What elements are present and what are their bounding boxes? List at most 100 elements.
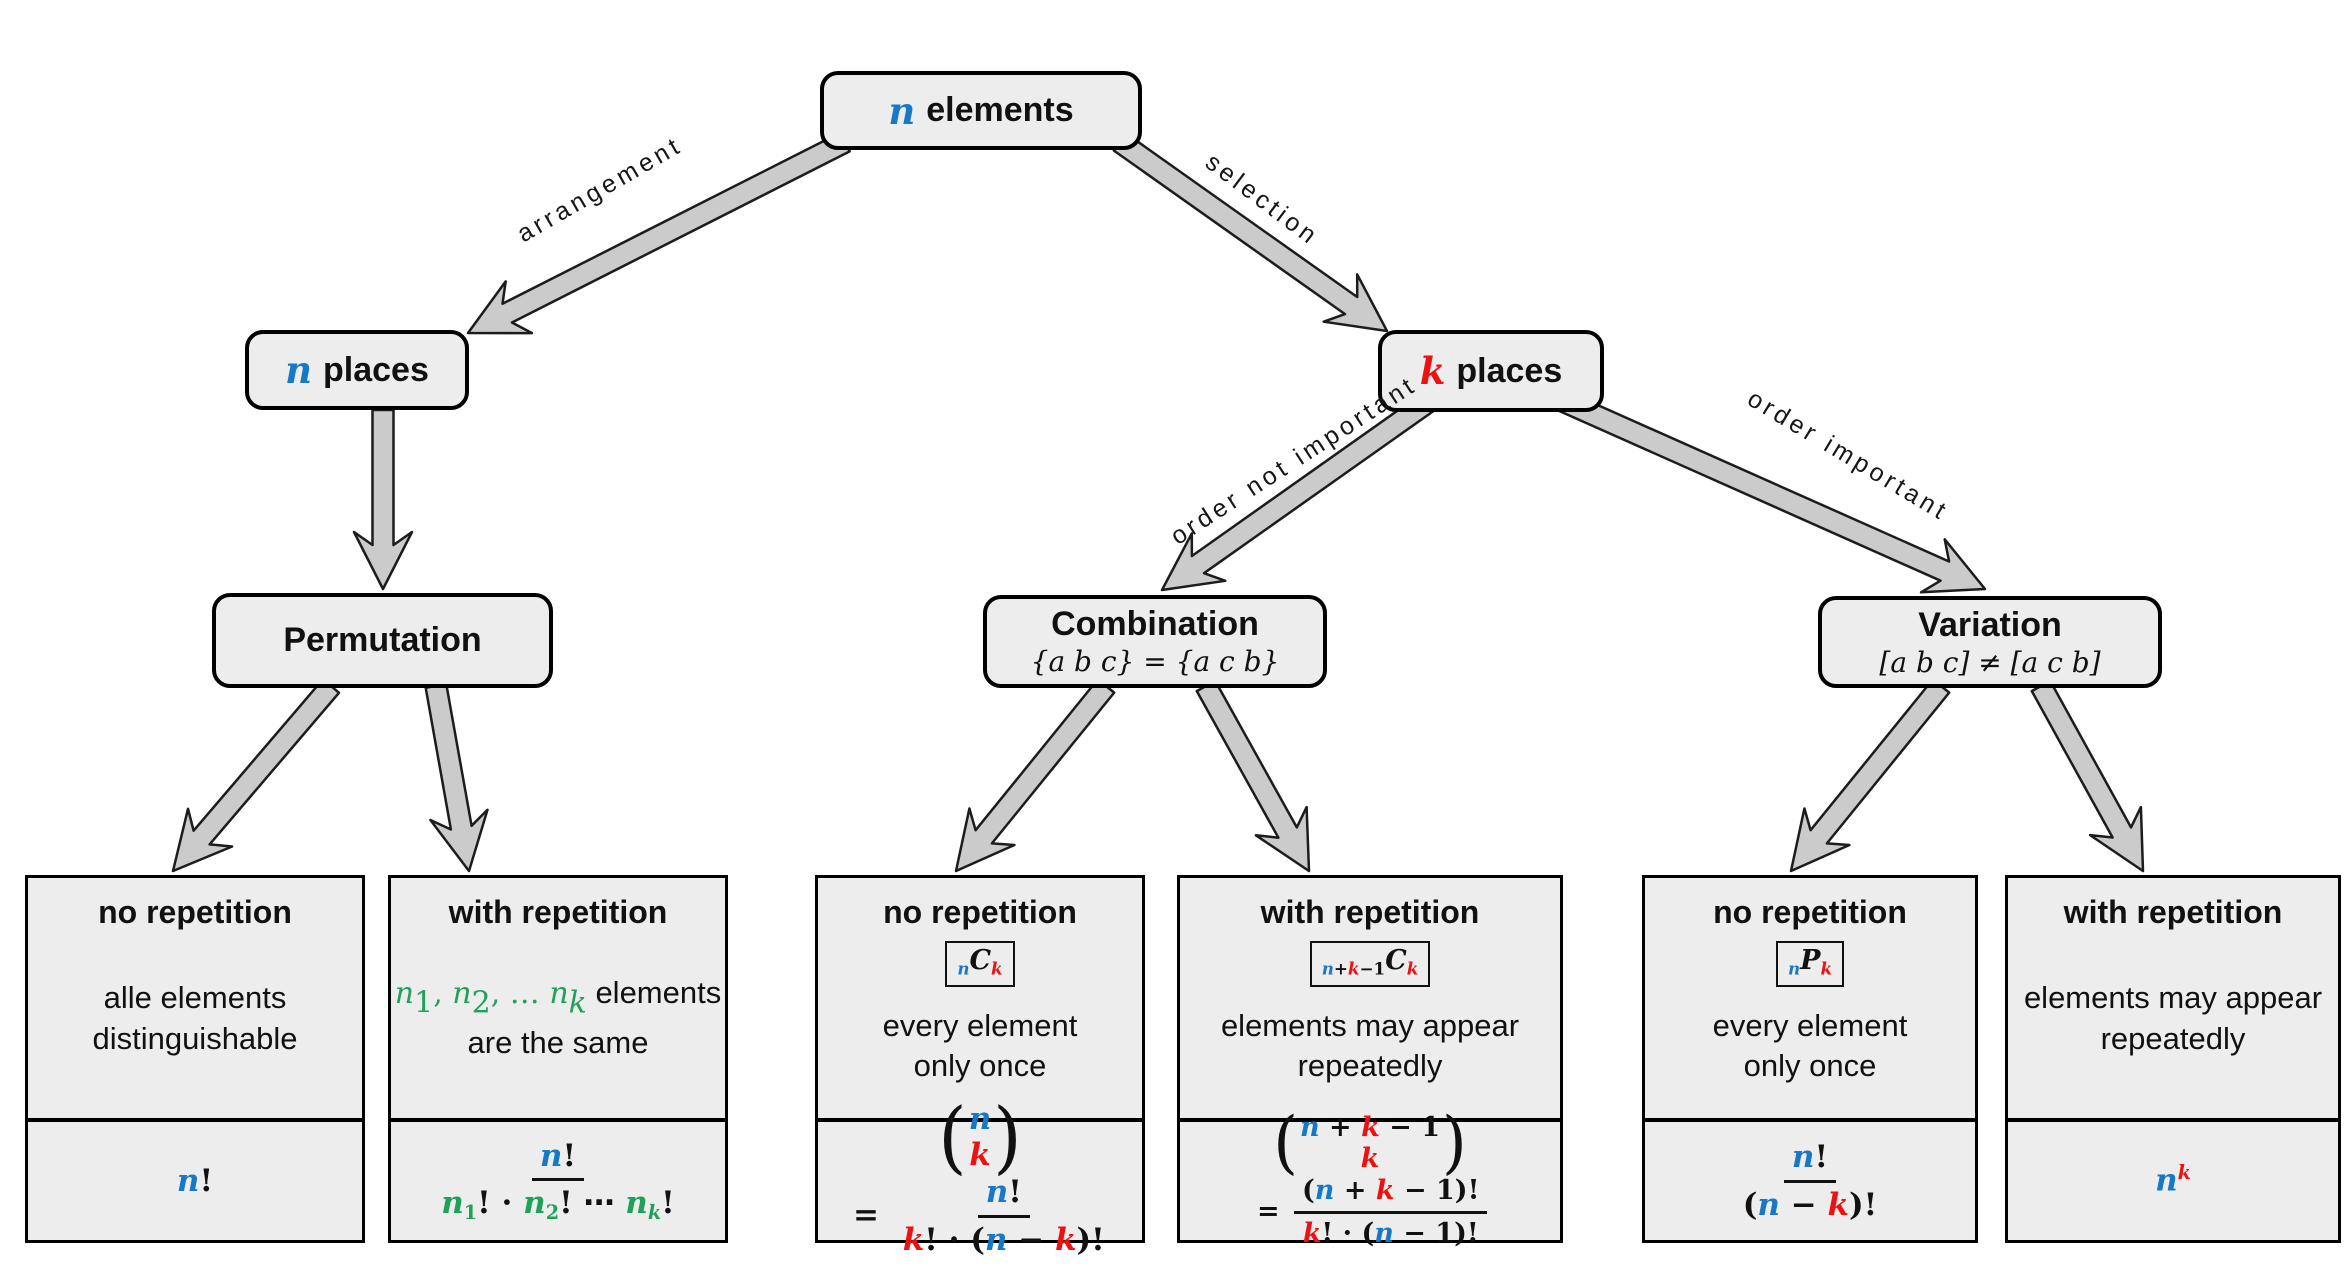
- math-token: ! · (: [1321, 1217, 1375, 1249]
- math-token: k: [1360, 1142, 1380, 1174]
- math-token: +: [1333, 958, 1348, 979]
- leaf-desc-line: only once: [1744, 1046, 1877, 1087]
- leaf-title: no repetition: [883, 894, 1077, 930]
- math-token: k: [1820, 958, 1833, 979]
- formula-n-power-k: nk: [2155, 1161, 2191, 1200]
- node-permutation: Permutation: [212, 593, 553, 688]
- leaf-desc-line: only once: [914, 1046, 1047, 1087]
- math-token: n: [1374, 1217, 1394, 1249]
- math-token: P: [1800, 945, 1821, 976]
- leaf-desc-line: are the same: [468, 1023, 649, 1064]
- badge-nCk: nCk: [945, 941, 1015, 987]
- leaf-title: no repetition: [98, 894, 292, 930]
- math-token: k: [1406, 958, 1419, 979]
- leaf-formula-section: n!(n − k)!: [1645, 1122, 1975, 1240]
- node-label: elements: [926, 91, 1074, 129]
- math-token: n: [1787, 958, 1801, 979]
- math-token: (: [1742, 1186, 1758, 1223]
- math-token: elements: [586, 974, 722, 1010]
- formula-multiset-permutation: n!n1! · n2! ⋯ nk!: [428, 1137, 688, 1226]
- badge-n-plus-k-minus-1-C-k: n+k−1Ck: [1309, 941, 1431, 987]
- leaf-description: every element only once: [883, 987, 1078, 1112]
- leaf-variation-no-repetition: no repetition nPk every element only onc…: [1642, 875, 1978, 1243]
- node-subtitle: {a b c} = {a c b}: [1030, 645, 1280, 679]
- node-k-places: k places: [1378, 330, 1604, 412]
- leaf-desc-line: n1, n2, … nk elements: [395, 973, 721, 1023]
- math-token: − 1: [1379, 1111, 1440, 1143]
- node-combination: Combination {a b c} = {a c b}: [983, 595, 1327, 688]
- leaf-description: alle elements distinguishable: [92, 931, 297, 1112]
- math-token: =: [842, 1197, 890, 1234]
- math-token: n: [539, 1137, 563, 1174]
- fraction: n!(n − k)!: [1735, 1138, 1886, 1225]
- math-token: elements may appear: [2023, 979, 2323, 1015]
- math-token: k: [1302, 1217, 1322, 1249]
- math-token: n: [625, 1185, 648, 1222]
- leaf-description-section: no repetition alle elements distinguisha…: [28, 878, 362, 1122]
- math-token: ! ·: [477, 1185, 524, 1222]
- math-token: k: [1347, 958, 1360, 979]
- leaf-formula-section: n!n1! · n2! ⋯ nk!: [391, 1122, 725, 1240]
- math-token: repeatedly: [1297, 1048, 1443, 1084]
- combination-to-no-repetition-arrow: [954, 678, 1116, 873]
- math-token: k: [1055, 1222, 1077, 1259]
- leaf-combination-no-repetition: no repetition nCk every element only onc…: [815, 875, 1145, 1258]
- math-token: n: [957, 958, 970, 979]
- leaf-desc-line: elements may appear: [2024, 978, 2322, 1019]
- badge-nPk: nPk: [1775, 941, 1845, 987]
- variation-to-no-repetition-arrow: [1789, 678, 1951, 873]
- node-title: Permutation: [283, 621, 482, 660]
- leaf-description: elements may appear repeatedly: [2024, 931, 2322, 1112]
- math-token: k: [991, 958, 1003, 979]
- formula-n-factorial: n!: [177, 1162, 213, 1201]
- math-token: n: [1321, 958, 1334, 979]
- math-token: )!: [1848, 1186, 1878, 1223]
- variation-to-with-repetition-arrow: [2030, 679, 2145, 873]
- math-token: 1: [463, 1201, 478, 1225]
- node-label: places: [323, 350, 429, 389]
- math-token: !: [562, 1137, 577, 1174]
- leaf-description-section: no repetition nPk every element only onc…: [1645, 878, 1975, 1122]
- math-token: !: [199, 1162, 214, 1199]
- leaf-formula-section: nk: [2008, 1122, 2338, 1240]
- math-token: n: [452, 975, 472, 1011]
- leaf-title: with repetition: [1260, 894, 1480, 930]
- node-subtitle: [a b c] ≠ [a c b]: [1879, 645, 2101, 679]
- selection-arrow: [1112, 132, 1389, 333]
- leaf-description-section: no repetition nCk every element only onc…: [818, 878, 1142, 1122]
- leaf-desc-line: repeatedly: [1298, 1046, 1443, 1087]
- math-token: 2: [471, 985, 491, 1021]
- math-token: only once: [913, 1048, 1047, 1084]
- leaf-desc-line: every element: [883, 1006, 1078, 1047]
- math-token: n: [176, 1162, 200, 1199]
- permutation-to-no-repetition-arrow: [171, 677, 341, 873]
- k-places-to-variation-arrow: [1550, 387, 1987, 594]
- math-token: ! ⋯: [559, 1185, 626, 1222]
- math-token: repeatedly: [2100, 1020, 2246, 1056]
- math-token: +: [1319, 1111, 1362, 1143]
- math-token: )!: [1076, 1222, 1105, 1259]
- math-token: n: [394, 975, 415, 1011]
- leaf-desc-line: distinguishable: [92, 1019, 297, 1060]
- math-token: distinguishable: [92, 1020, 298, 1056]
- math-token: elements may appear: [1220, 1007, 1520, 1043]
- math-token: n: [441, 1185, 464, 1222]
- node-n-elements: n elements: [820, 71, 1142, 150]
- leaf-description-section: with repetition n1, n2, … nk elements ar…: [391, 878, 725, 1122]
- math-token: n: [1299, 1111, 1320, 1143]
- math-token: −: [1779, 1186, 1828, 1223]
- fraction: (n + k − 1)!k! · (n − 1)!: [1294, 1174, 1488, 1251]
- math-token: k: [647, 1201, 662, 1225]
- math-token: k: [1827, 1186, 1849, 1223]
- combination-to-with-repetition-arrow: [1195, 679, 1311, 873]
- math-token: only once: [1743, 1048, 1877, 1084]
- math-token: − 1)!: [1394, 1174, 1480, 1206]
- node-n-places: n places: [245, 330, 469, 410]
- math-token: C: [969, 945, 992, 976]
- leaf-description-section: with repetition elements may appear repe…: [2008, 878, 2338, 1122]
- k-places-to-combination-arrow: [1160, 392, 1436, 592]
